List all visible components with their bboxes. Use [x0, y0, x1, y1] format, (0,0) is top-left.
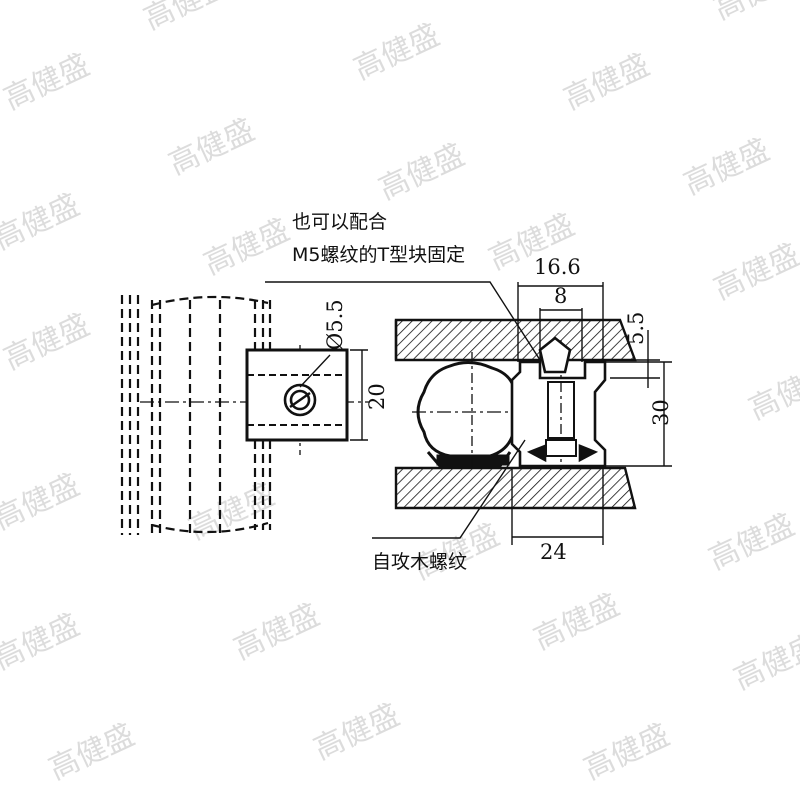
- watermark: 高健盛: [529, 587, 625, 657]
- lip-thickness-label: 5.5: [624, 312, 648, 345]
- screw-note: 自攻木螺纹: [372, 551, 467, 573]
- watermark: 高健盛: [374, 137, 470, 207]
- watermark: 高健盛: [679, 132, 775, 202]
- watermark: 高健盛: [704, 507, 800, 577]
- watermark: 高健盛: [309, 697, 405, 767]
- watermark: 高健盛: [229, 597, 325, 667]
- watermark: 高健盛: [0, 187, 85, 257]
- dimension-lines: [511, 282, 672, 545]
- t-block-note-line2: M5螺纹的T型块固定: [292, 244, 465, 266]
- watermark: 高健盛: [0, 307, 95, 377]
- watermark: 高健盛: [44, 717, 140, 787]
- watermark: 高健盛: [0, 467, 85, 537]
- screw-hole-icon: [283, 383, 317, 417]
- screw-leader: [372, 439, 526, 539]
- hole-diameter-label: Ø5.5: [323, 299, 347, 350]
- tube-section: [416, 361, 520, 468]
- watermark: 高健盛: [164, 112, 260, 182]
- top-width-label: 16.6: [534, 255, 581, 279]
- block-height-label: 20: [365, 383, 389, 410]
- watermark: 高健盛: [139, 0, 235, 37]
- t-block-leader: [265, 281, 541, 361]
- watermark: 高健盛: [349, 17, 445, 87]
- watermark: 高健盛: [579, 717, 675, 787]
- t-slot-profile: [510, 336, 607, 470]
- section-view: [265, 281, 672, 545]
- watermark: 高健盛: [199, 212, 295, 282]
- watermark: 高健盛: [709, 237, 800, 307]
- watermark: 高健盛: [729, 627, 800, 697]
- watermark: 高健盛: [0, 47, 95, 117]
- slot-width-label: 8: [554, 284, 567, 308]
- watermark: 高健盛: [184, 477, 280, 547]
- watermark: 高健盛: [559, 47, 655, 117]
- top-panel: [394, 318, 637, 362]
- profile-height-label: 30: [649, 399, 673, 426]
- watermark: 高健盛: [0, 607, 85, 677]
- bottom-panel: [394, 466, 637, 510]
- t-block-note-line1: 也可以配合: [292, 211, 387, 233]
- watermark: 高健盛: [709, 0, 800, 27]
- bottom-width-label: 24: [540, 540, 567, 564]
- clamp-block: [245, 348, 349, 442]
- side-view: [120, 295, 370, 538]
- watermark: 高健盛: [744, 357, 800, 427]
